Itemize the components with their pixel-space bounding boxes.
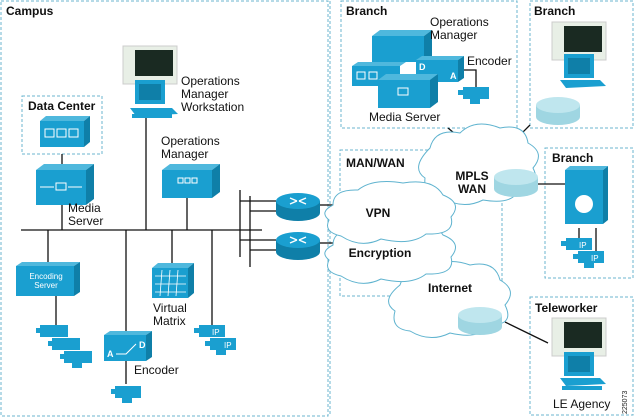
- branch-multilayer-switch: [565, 166, 608, 224]
- branch-ops-manager-label: Operations Manager: [430, 15, 489, 42]
- branch-ops-manager: [372, 30, 432, 62]
- teleworker-router: [458, 307, 502, 335]
- branch-top-right-router: [536, 97, 580, 125]
- ops-workstation-label: Operations Manager Workstation: [181, 74, 245, 114]
- campus-router-encryption: [276, 232, 320, 260]
- man-wan-zone-label: MAN/WAN: [346, 156, 405, 170]
- ip-camera-label: IP: [212, 328, 220, 337]
- internet-label: Internet: [427, 281, 472, 295]
- branch-encoder: [416, 56, 464, 82]
- encoder-digital-label: D: [139, 340, 146, 350]
- vpn-label: VPN: [365, 206, 391, 220]
- teleworker-zone-label: Teleworker: [535, 301, 598, 315]
- campus-encoder: [104, 331, 152, 361]
- media-server-label: Media Server: [68, 201, 104, 228]
- campus-lan-links: [21, 69, 597, 384]
- virtual-matrix-label: Virtual Matrix: [153, 301, 187, 328]
- branch-ip-camera-label: IP: [591, 254, 599, 263]
- branch-top-zone-label: Branch: [346, 4, 388, 18]
- branch-encoder-label: Encoder: [467, 54, 512, 68]
- branch-top-zone: [340, 0, 518, 129]
- vpn-cloud: [324, 181, 456, 244]
- branch-right-router: [494, 169, 538, 197]
- campus-ip-cameras: [194, 325, 236, 355]
- branch-ip-cameras: [561, 238, 604, 268]
- le-agency-label: LE Agency: [553, 397, 611, 411]
- campus-encoding-server: [16, 262, 80, 296]
- campus-encoder-camera: [111, 386, 141, 403]
- encryption-label: Encryption: [348, 246, 412, 260]
- branch-ip-camera-label: IP: [579, 241, 587, 250]
- campus-ops-manager: [162, 164, 220, 198]
- data-center-zone-label: Data Center: [28, 99, 96, 113]
- ops-manager-label: Operations Manager: [161, 134, 220, 161]
- campus-zone: [0, 0, 329, 417]
- encoder-label: Encoder: [134, 363, 179, 377]
- campus-virtual-matrix: [152, 263, 194, 298]
- campus-ops-workstation: [122, 45, 178, 118]
- teleworker-workstation: [551, 317, 607, 390]
- data-center-storage: [40, 116, 90, 147]
- campus-media-server: [36, 164, 94, 205]
- teleworker-zone: [529, 296, 634, 416]
- branch-top-right-zone: [529, 0, 634, 129]
- encoding-server-label: Encoding Server: [29, 272, 63, 290]
- branch-right-zone: [544, 147, 634, 279]
- encoder-analog-label: A: [107, 349, 114, 359]
- figure-id: 225073: [622, 390, 629, 414]
- campus-router-vpn: [276, 193, 320, 221]
- branch-encoder-camera: [458, 87, 489, 104]
- branch-encoder-analog-label: A: [450, 71, 457, 81]
- ip-camera-label: IP: [224, 341, 232, 350]
- branch-encoder-digital-label: D: [419, 62, 426, 72]
- branch-right-zone-label: Branch: [552, 151, 594, 165]
- branch-workstation: [551, 21, 607, 88]
- branch-top-right-zone-label: Branch: [534, 4, 576, 18]
- campus-analog-cameras: [36, 325, 92, 368]
- mpls-wan-label: MPLS WAN: [455, 169, 489, 196]
- branch-media-server-label: Media Server: [369, 110, 441, 124]
- branch-media-server: [378, 74, 438, 108]
- campus-zone-label: Campus: [6, 4, 54, 18]
